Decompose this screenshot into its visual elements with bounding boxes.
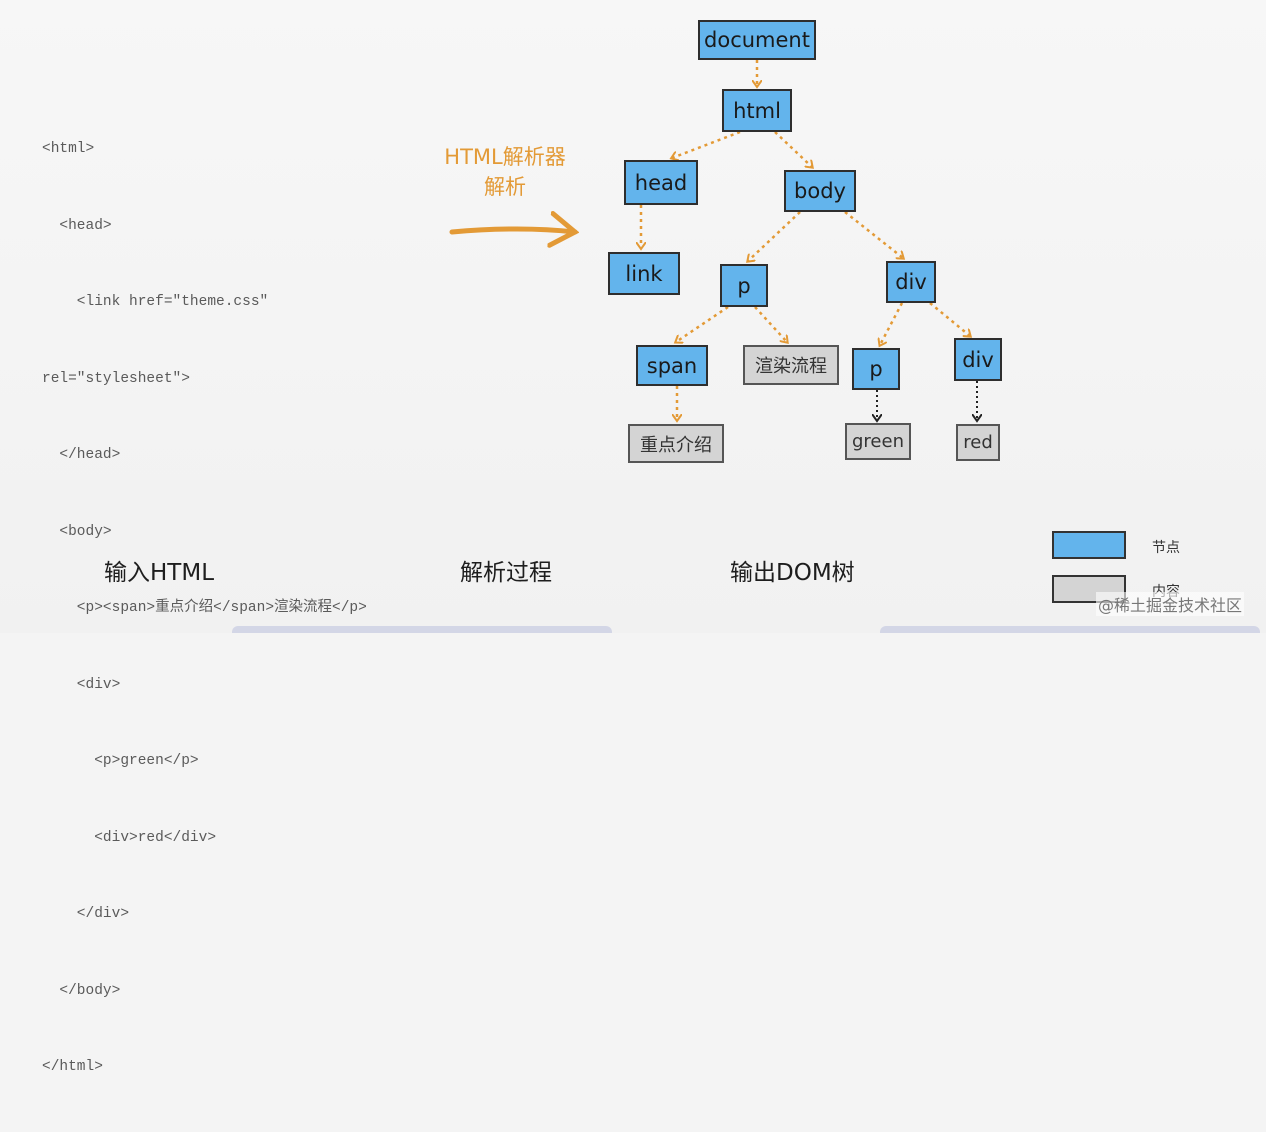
watermark: @稀土掘金技术社区 bbox=[1095, 592, 1244, 616]
code-line: <p><span>重点介绍</span>渲染流程</p> bbox=[42, 600, 367, 616]
code-line: </body> bbox=[42, 982, 121, 999]
node-head: head bbox=[624, 160, 698, 205]
code-line: <div>red</div> bbox=[42, 829, 217, 846]
content-red: red bbox=[956, 424, 1000, 461]
footer-bar-right bbox=[880, 626, 1260, 633]
caption-output: 输出DOM树 bbox=[730, 560, 855, 586]
content-green: green bbox=[845, 423, 911, 460]
footer-bar-left bbox=[232, 626, 612, 633]
edge-html-body bbox=[774, 131, 812, 167]
legend-node-label: 节点 bbox=[1152, 540, 1180, 556]
parser-arrow bbox=[449, 229, 575, 232]
code-line: <p>green</p> bbox=[42, 753, 199, 769]
edge-div-div bbox=[929, 302, 970, 336]
node-p: p bbox=[720, 264, 768, 307]
code-line: </div> bbox=[42, 906, 130, 922]
code-line: </html> bbox=[42, 1059, 103, 1075]
code-line: <body> bbox=[42, 523, 112, 540]
caption-process: 解析过程 bbox=[460, 560, 552, 586]
content-key-intro: 重点介绍 bbox=[628, 424, 724, 463]
parser-title: HTML解析器 bbox=[444, 145, 566, 169]
node-span: span bbox=[636, 345, 708, 386]
caption-input: 输入HTML bbox=[104, 560, 215, 586]
code-line: rel="stylesheet"> bbox=[42, 370, 190, 387]
tree-connectors bbox=[449, 60, 1266, 633]
edge-div-p bbox=[880, 302, 904, 345]
edge-body-div bbox=[844, 211, 903, 258]
parser-subtitle: 解析 bbox=[484, 175, 526, 199]
node-body: body bbox=[784, 170, 856, 212]
node-html: html bbox=[722, 89, 792, 132]
code-line: <div> bbox=[42, 676, 121, 693]
edge-p-render bbox=[754, 306, 787, 342]
node-link: link bbox=[608, 252, 680, 295]
content-render-flow: 渲染流程 bbox=[743, 345, 839, 385]
code-line: <html> bbox=[42, 141, 95, 157]
legend-node-swatch bbox=[1052, 531, 1126, 559]
node-document: document bbox=[698, 20, 816, 60]
edge-p-span bbox=[676, 305, 729, 342]
parser-label: HTML解析器 解析 bbox=[430, 142, 580, 202]
node-div-nested: div bbox=[954, 338, 1002, 381]
node-div: div bbox=[886, 261, 936, 303]
code-line: <link href="theme.css" bbox=[42, 294, 269, 310]
diagram-canvas: <html> <head> <link href="theme.css" rel… bbox=[0, 0, 1266, 1075]
code-line: <head> bbox=[42, 217, 112, 234]
node-p-nested: p bbox=[852, 348, 900, 390]
edge-body-p bbox=[748, 211, 801, 261]
edge-html-head bbox=[672, 130, 741, 158]
code-line: </head> bbox=[42, 447, 121, 463]
